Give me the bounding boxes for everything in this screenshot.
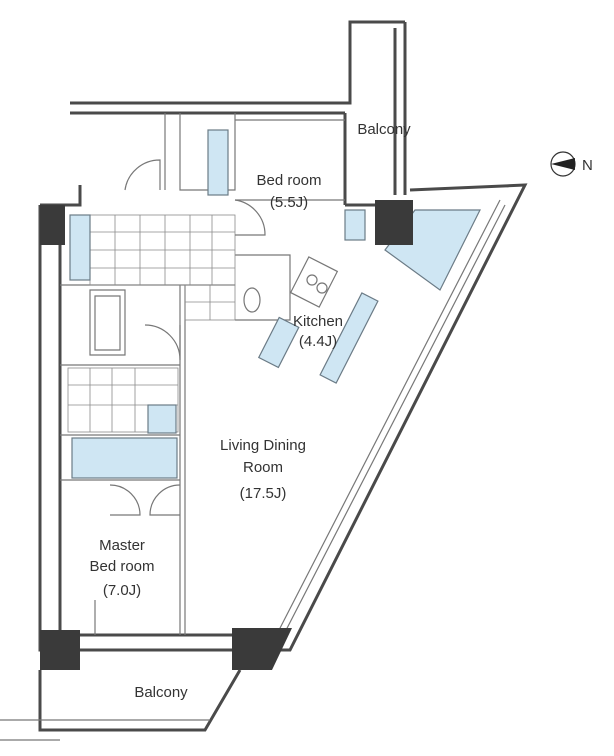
doors bbox=[94, 159, 266, 635]
kitchen-name: Kitchen bbox=[293, 313, 343, 330]
interior-walls bbox=[60, 113, 345, 635]
toilet-fixture bbox=[243, 287, 261, 313]
tiled-floor bbox=[67, 214, 236, 433]
washbasin-fixture bbox=[147, 404, 177, 434]
compass-icon: N bbox=[550, 151, 593, 177]
living-name-line2: Room bbox=[243, 459, 283, 476]
living-size: (17.5J) bbox=[240, 485, 287, 502]
column-se bbox=[232, 628, 292, 670]
closet-fixture bbox=[207, 129, 229, 196]
fixtures bbox=[69, 129, 481, 479]
stove-fixture bbox=[289, 256, 339, 308]
master-closet-fixture bbox=[71, 437, 178, 479]
shelf-fixture bbox=[344, 209, 366, 241]
master-size: (7.0J) bbox=[103, 582, 141, 599]
kitchen-counter-fixture bbox=[319, 292, 379, 384]
column-nw bbox=[40, 205, 65, 245]
balcony-bottom-label: Balcony bbox=[134, 684, 188, 701]
storage-fixture bbox=[69, 214, 91, 281]
master-name-line1: Master bbox=[99, 537, 145, 554]
bedroom-size: (5.5J) bbox=[270, 194, 308, 211]
bedroom-name: Bed room bbox=[256, 172, 321, 189]
column-ne bbox=[375, 200, 413, 245]
column-sw bbox=[40, 630, 80, 670]
compass-north-label: N bbox=[582, 157, 593, 174]
columns bbox=[40, 200, 413, 670]
master-name-line2: Bed room bbox=[89, 558, 154, 575]
kitchen-size: (4.4J) bbox=[299, 333, 337, 350]
living-name-line1: Living Dining bbox=[220, 437, 306, 454]
bottom-balcony-rail bbox=[0, 669, 242, 741]
balcony-top-label: Balcony bbox=[357, 121, 411, 138]
sink-fixture bbox=[257, 316, 300, 369]
